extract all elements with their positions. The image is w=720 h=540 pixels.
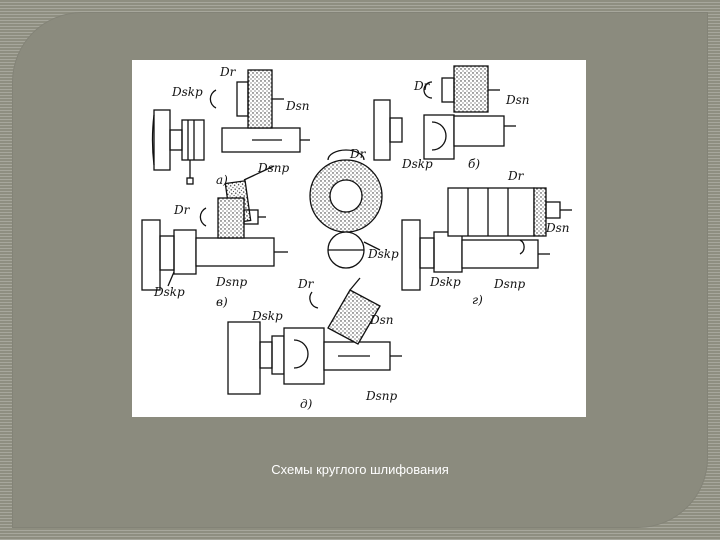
label-dskr-center: Dskp bbox=[367, 247, 399, 261]
label-dskr-v: Dskp bbox=[153, 285, 185, 299]
label-a: а) bbox=[216, 173, 228, 187]
label-b: б) bbox=[468, 157, 480, 171]
label-dr-g: Dr bbox=[507, 169, 525, 183]
label-dsn-d: Dsп bbox=[369, 313, 394, 327]
label-g: г) bbox=[472, 293, 483, 307]
label-dskr-g: Dskp bbox=[429, 275, 461, 289]
label-dsnr-d: Dsпр bbox=[365, 389, 398, 403]
label-dsnr-a: Dsпр bbox=[257, 161, 290, 175]
scheme-b bbox=[373, 65, 516, 161]
figure-labels: Dr Dskp Dsп Dsпр а) Dr Dsп Dskp б) Dr Ds… bbox=[153, 65, 570, 411]
center-wheel bbox=[309, 149, 383, 269]
label-dsnr-v: Dsпр bbox=[215, 275, 248, 289]
label-dskr-b: Dskp bbox=[401, 157, 433, 171]
label-dsn-b: Dsп bbox=[505, 93, 530, 107]
label-dr-center: Dr bbox=[349, 147, 367, 161]
label-v: в) bbox=[216, 295, 228, 309]
grinding-schemes-figure: Dr Dskp Dsп Dsпр а) Dr Dsп Dskp б) Dr Ds… bbox=[132, 60, 586, 417]
slide-caption: Схемы круглого шлифования bbox=[271, 462, 449, 477]
scheme-d bbox=[227, 277, 402, 395]
label-dsnr-g: Dsпр bbox=[493, 277, 526, 291]
label-dr-a: Dr bbox=[219, 65, 237, 79]
label-dskr-d: Dskp bbox=[251, 309, 283, 323]
label-dsn-g: Dsп bbox=[545, 221, 570, 235]
scheme-v bbox=[141, 197, 288, 291]
scheme-g bbox=[401, 187, 572, 291]
label-dr-b: Dr bbox=[413, 79, 431, 93]
label-d: д) bbox=[300, 397, 313, 411]
label-dsn-a: Dsп bbox=[285, 99, 310, 113]
label-dr-d: Dr bbox=[297, 277, 315, 291]
label-dr-v: Dr bbox=[173, 203, 191, 217]
label-dskr-a: Dskp bbox=[171, 85, 203, 99]
